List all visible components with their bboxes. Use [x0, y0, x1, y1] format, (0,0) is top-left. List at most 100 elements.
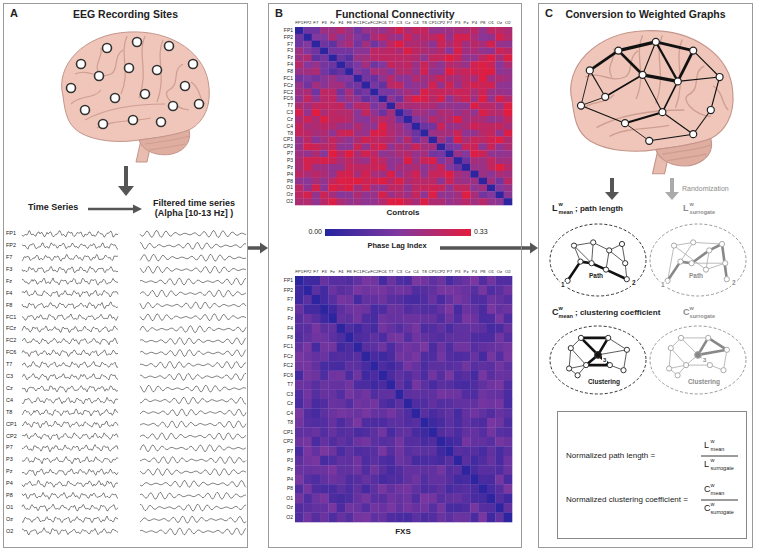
- matrix-cell: [387, 191, 396, 198]
- matrix-cell: [404, 371, 413, 381]
- matrix-axis-label: FC6: [379, 270, 387, 274]
- matrix-cell: [404, 352, 413, 362]
- graph-node: [723, 261, 728, 266]
- matrix-cell: [337, 191, 346, 198]
- channel-name: Fz: [6, 279, 12, 285]
- matrix-cell: [378, 333, 387, 343]
- matrix-axis-label: F8: [287, 335, 293, 340]
- matrix-axis-label: F4: [338, 21, 343, 25]
- matrix-cell: [353, 276, 362, 286]
- matrix-cell: [337, 143, 346, 150]
- matrix-cell: [437, 418, 446, 428]
- graph-edge: [711, 77, 720, 110]
- matrix-cell: [295, 75, 304, 82]
- matrix-axis-label: T8: [287, 420, 293, 425]
- matrix-axis-label: FC6: [284, 96, 293, 101]
- illustration-part: [153, 66, 162, 75]
- matrix-cell: [462, 456, 471, 466]
- matrix-cell: [412, 503, 421, 513]
- matrix-cell: [320, 109, 329, 116]
- matrix-cell: [320, 48, 329, 55]
- matrix-cell: [479, 48, 488, 55]
- matrix-cell: [378, 130, 387, 137]
- matrix-cell: [479, 157, 488, 164]
- matrix-cell: [395, 361, 404, 371]
- filtered-signal: [140, 397, 246, 404]
- matrix-cell: [487, 48, 496, 55]
- matrix-cell: [353, 465, 362, 475]
- matrix-cell: [487, 314, 496, 324]
- matrix-cell: [378, 371, 387, 381]
- matrix-cell: [345, 295, 354, 305]
- matrix-cell: [412, 295, 421, 305]
- matrix-cell: [462, 184, 471, 191]
- matrix-cell: [445, 184, 454, 191]
- matrix-axis-label: F8: [347, 21, 352, 25]
- graph-edge: [605, 75, 642, 97]
- matrix-cell: [328, 437, 337, 447]
- matrix-cell: [437, 75, 446, 82]
- matrix-cell: [479, 191, 488, 198]
- matrix-cell: [454, 171, 463, 178]
- matrix-cell: [479, 371, 488, 381]
- matrix-cell: [479, 109, 488, 116]
- matrix-cell: [429, 314, 438, 324]
- arrow-head: [530, 243, 538, 254]
- matrix-cell: [495, 446, 504, 456]
- matrix-cell: [445, 295, 454, 305]
- matrix-cell: [387, 157, 396, 164]
- matrix-cell: [387, 494, 396, 504]
- panel-box: BFunctional Connectivity: [268, 3, 522, 548]
- matrix-cell: [445, 143, 454, 150]
- graph-edge: [592, 242, 594, 263]
- matrix-cell: [420, 352, 429, 362]
- matrix-cell: [437, 361, 446, 371]
- matrix-cell: [370, 130, 379, 137]
- matrix-cell: [462, 123, 471, 130]
- matrix-cell: [303, 75, 312, 82]
- graph-edge: [625, 112, 662, 123]
- matrix-cell: [495, 456, 504, 466]
- matrix-cell: [345, 75, 354, 82]
- matrix-cell: [337, 503, 346, 513]
- matrix-cell: [495, 143, 504, 150]
- matrix-cell: [479, 123, 488, 130]
- matrix-cell: [345, 102, 354, 109]
- matrix-cell: [345, 137, 354, 144]
- matrix-cell: [303, 109, 312, 116]
- matrix-cell: [462, 54, 471, 61]
- matrix-cell: [312, 418, 321, 428]
- matrix-cell: [495, 123, 504, 130]
- matrix-cell: [412, 123, 421, 130]
- graph-node: [659, 109, 666, 116]
- formula-text: Normalized clustering coefficient =: [566, 496, 688, 504]
- graph-node: [607, 248, 612, 253]
- matrix-cell: [353, 109, 362, 116]
- matrix-cell: [429, 427, 438, 437]
- matrix-cell: [404, 123, 413, 130]
- matrix-cell: [420, 75, 429, 82]
- matrix-cell: [362, 456, 371, 466]
- matrix-cell: [378, 342, 387, 352]
- graph-label: Clustering: [687, 379, 721, 386]
- matrix-cell: [437, 408, 446, 418]
- matrix-cell: [462, 75, 471, 82]
- raw-signal: [22, 338, 118, 345]
- matrix-cell: [445, 475, 454, 485]
- matrix-cell: [504, 68, 513, 75]
- matrix-cell: [420, 446, 429, 456]
- matrix-cell: [295, 48, 304, 55]
- matrix-cell: [395, 390, 404, 400]
- matrix-cell: [495, 109, 504, 116]
- graph-node: [639, 71, 646, 78]
- math-superscript: w: [690, 202, 694, 208]
- matrix-cell: [454, 191, 463, 198]
- matrix-cell: [320, 123, 329, 130]
- matrix-cell: [353, 352, 362, 362]
- matrix-cell: [395, 352, 404, 362]
- scale-title: Phase Lag Index: [367, 242, 426, 250]
- matrix-cell: [495, 513, 504, 523]
- matrix-axis-label: C3: [287, 392, 293, 397]
- graph-node: [595, 352, 602, 359]
- matrix-cell: [337, 198, 346, 205]
